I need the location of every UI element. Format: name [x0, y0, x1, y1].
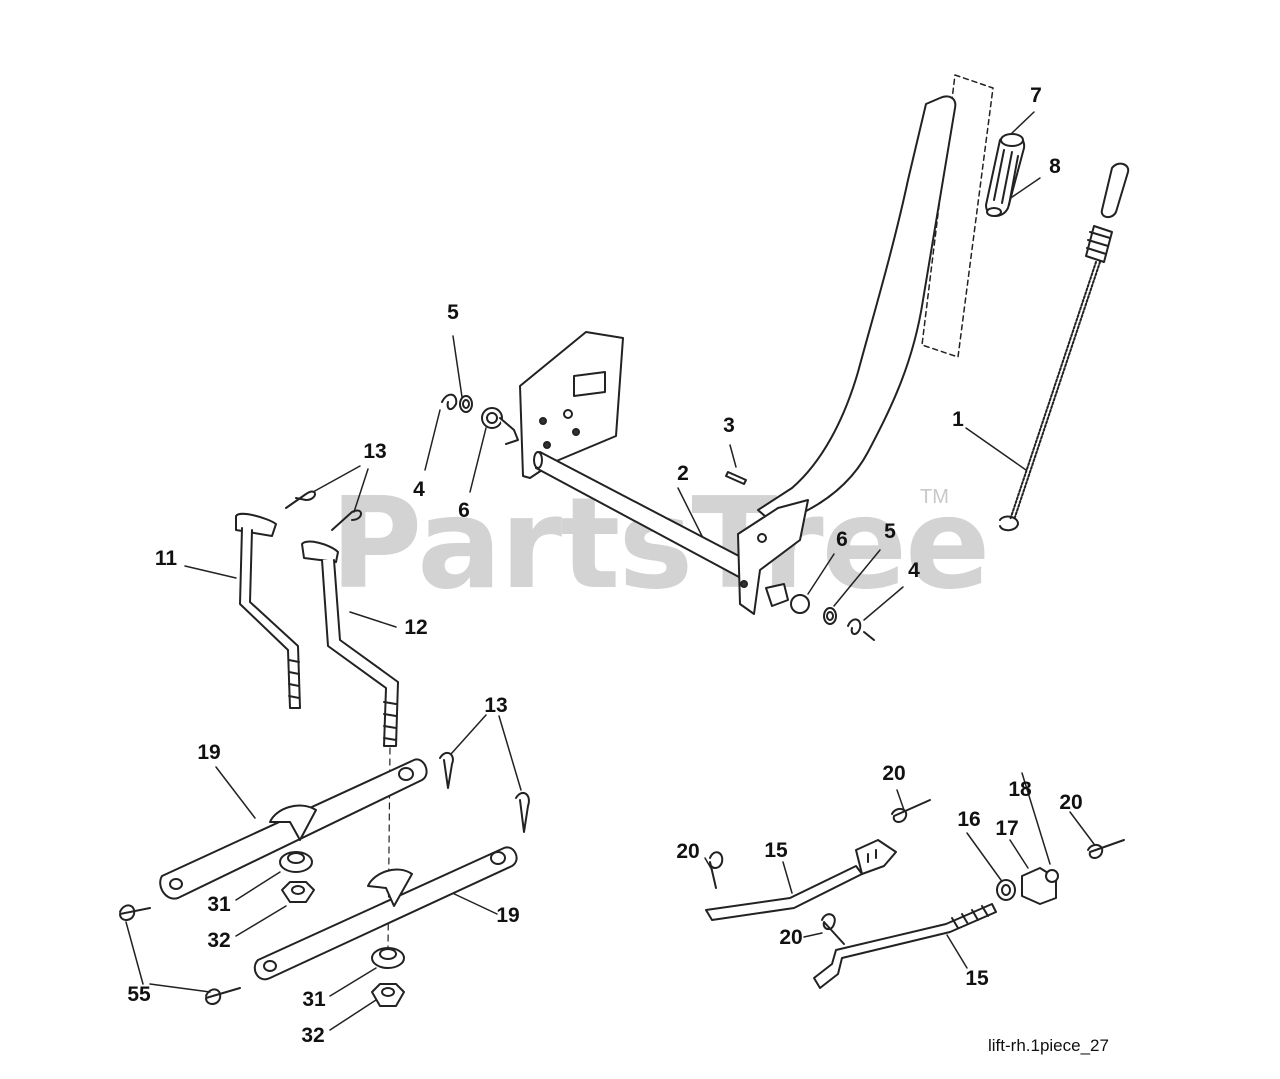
adjust-rod-15-upper: [705, 839, 897, 921]
callout-31: 31: [207, 893, 231, 916]
callout-5: 5: [884, 520, 896, 543]
callout-20: 20: [1059, 791, 1083, 814]
callout-32: 32: [301, 1024, 325, 1047]
callout-5: 5: [447, 301, 459, 324]
handle-grip: [985, 133, 1026, 217]
callout-19: 19: [496, 904, 520, 927]
callout-18: 18: [1008, 778, 1032, 801]
callout-17: 17: [995, 817, 1019, 840]
hair-clip: [285, 490, 316, 509]
callout-16: 16: [957, 808, 981, 831]
lift-handle: [757, 95, 957, 525]
lift-link-12: [301, 540, 399, 951]
callout-15: 15: [965, 967, 989, 990]
callout-12: 12: [404, 616, 428, 639]
handle-phantom-outline: [921, 74, 994, 358]
callout-4: 4: [908, 559, 920, 582]
callout-31: 31: [302, 988, 326, 1011]
hair-clip: [331, 509, 362, 531]
shaft-arm: [737, 499, 809, 615]
callout-15: 15: [764, 839, 788, 862]
callout-55: 55: [127, 983, 151, 1006]
lift-link-11: [235, 512, 301, 709]
callout-32: 32: [207, 929, 231, 952]
callout-13: 13: [363, 440, 387, 463]
callout-8: 8: [1049, 155, 1061, 178]
lift-rod-1: [999, 162, 1130, 532]
leader-lines: [125, 111, 1095, 1031]
lift-arm-19-lower: [253, 846, 518, 981]
callout-7: 7: [1030, 84, 1042, 107]
callout-6: 6: [836, 528, 848, 551]
callout-20: 20: [779, 926, 803, 949]
adjust-rod-15-lower: [813, 903, 997, 989]
callout-2: 2: [677, 462, 689, 485]
watermark: PartsTree: [330, 470, 991, 617]
callout-3: 3: [723, 414, 735, 437]
callout-20: 20: [676, 840, 700, 863]
lift-arm-19-upper: [159, 758, 428, 900]
callout-6: 6: [458, 499, 470, 522]
callout-1: 1: [952, 408, 964, 431]
trademark-mark: TM: [920, 486, 949, 508]
callout-4: 4: [413, 478, 425, 501]
callout-20: 20: [882, 762, 906, 785]
callout-19: 19: [197, 741, 221, 764]
lift-shaft: [535, 451, 759, 585]
pin-3: [725, 471, 747, 485]
diagram-caption: lift-rh.1piece_27: [988, 1036, 1109, 1055]
callout-13: 13: [484, 694, 508, 717]
callout-11: 11: [154, 547, 178, 570]
